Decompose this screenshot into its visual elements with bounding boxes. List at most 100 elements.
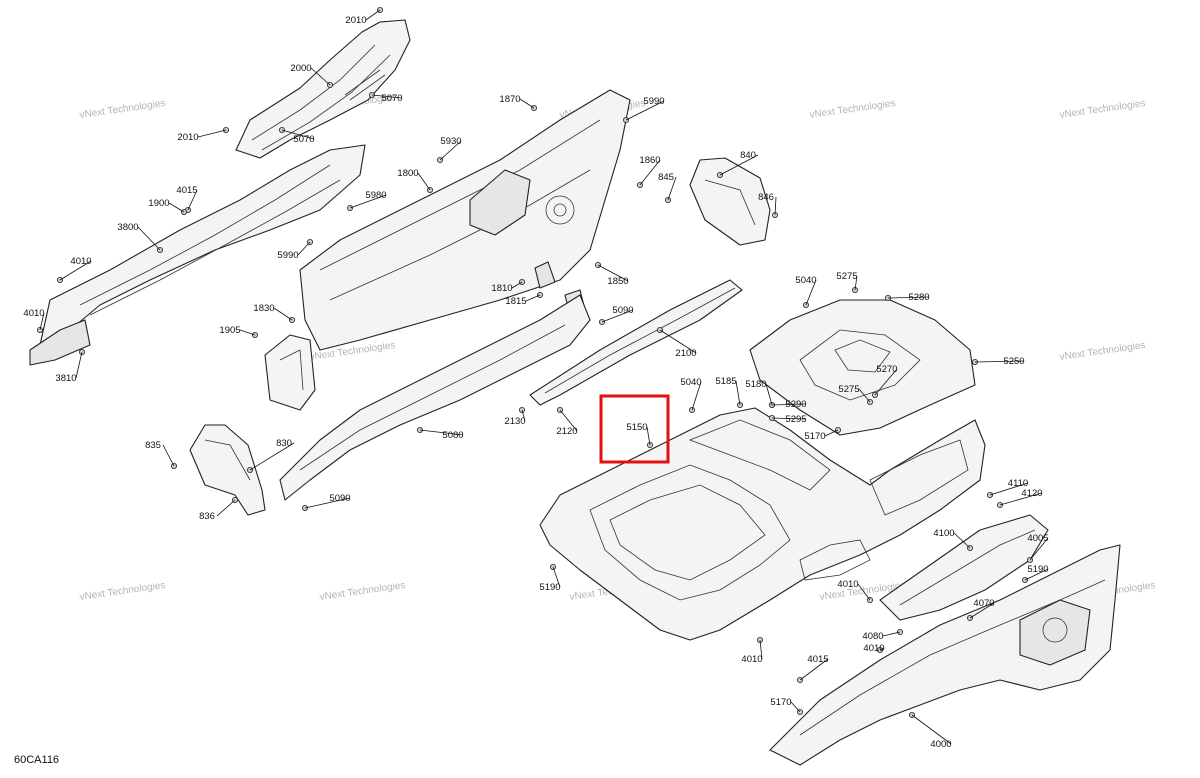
callout-2010: 2010	[345, 15, 366, 26]
callout-5180: 5180	[745, 379, 766, 390]
callout-1870: 1870	[499, 94, 520, 105]
callout-leader	[162, 444, 175, 467]
callout-3810: 3810	[55, 373, 76, 384]
callout-leader	[799, 658, 829, 681]
callout-leader	[597, 264, 629, 282]
part-4000-side-panel	[769, 544, 1121, 766]
part-830-cover	[189, 424, 266, 516]
callout-leader	[974, 360, 1025, 363]
callout-leader	[75, 351, 83, 379]
callout-5070: 5070	[293, 134, 314, 145]
callout-5170: 5170	[804, 431, 825, 442]
callout-leader	[1024, 568, 1049, 581]
callout-leader	[646, 426, 651, 446]
callout-leader	[879, 647, 885, 651]
part-840-housing	[689, 157, 771, 246]
callout-leader	[417, 172, 431, 191]
callout-4010: 4010	[837, 579, 858, 590]
callout-leader	[439, 140, 462, 161]
callout-leader	[735, 380, 741, 406]
callout-836: 836	[199, 511, 215, 522]
callout-5040: 5040	[680, 377, 701, 388]
part-2000-console	[235, 19, 411, 159]
part-5150-main-floor	[539, 407, 986, 641]
callout-5090: 5090	[612, 305, 633, 316]
callout-5070: 5070	[381, 93, 402, 104]
callout-leader	[297, 241, 311, 256]
callout-leader	[771, 403, 807, 406]
watermark-text: vNext Technologies	[1059, 340, 1146, 363]
callout-1905: 1905	[219, 325, 240, 336]
callout-leader	[137, 226, 161, 251]
callout-leader	[771, 417, 807, 420]
callout-4120: 4120	[1021, 488, 1042, 499]
part-2100-rail	[529, 279, 743, 406]
callout-leader	[1029, 537, 1049, 561]
watermark-text: vNext Technologies	[79, 98, 166, 121]
callout-4070: 4070	[973, 598, 994, 609]
callout-leader	[659, 329, 697, 354]
callout-4080: 4080	[862, 631, 883, 642]
callout-4010: 4010	[23, 308, 44, 319]
callout-5980: 5980	[365, 190, 386, 201]
callout-leader	[304, 497, 351, 509]
watermark-text: vNext Technologies	[1059, 98, 1146, 121]
callout-leader	[310, 67, 331, 86]
callout-5170: 5170	[770, 697, 791, 708]
callout-5990: 5990	[277, 250, 298, 261]
callout-leader	[719, 154, 759, 176]
callout-leader	[419, 429, 464, 436]
callout-4010: 4010	[741, 654, 762, 665]
callout-leader	[559, 409, 578, 432]
callout-5280: 5280	[908, 292, 929, 303]
callout-leader	[765, 383, 773, 406]
callout-5275: 5275	[838, 384, 859, 395]
callout-4110: 4110	[1008, 478, 1028, 489]
part-1830-bracket	[264, 334, 316, 411]
callout-leader	[874, 368, 898, 396]
callout-leader	[911, 714, 952, 745]
callout-leader	[953, 532, 971, 549]
callout-2130: 2130	[504, 416, 525, 427]
callout-leader	[273, 307, 293, 321]
callout-1860: 1860	[639, 155, 660, 166]
callout-1800: 1800	[397, 168, 418, 179]
callout-4015: 4015	[807, 654, 828, 665]
callout-leader	[857, 583, 871, 601]
watermark-text: vNext Technologies	[809, 98, 896, 121]
watermark-text: vNext Technologies	[79, 580, 166, 603]
callout-leader	[511, 281, 523, 289]
callout-leader	[790, 701, 801, 713]
callout-leader	[281, 129, 315, 140]
callout-3800: 3800	[117, 222, 138, 233]
callout-1815: 1815	[505, 296, 526, 307]
callout-5190: 5190	[1027, 564, 1048, 575]
callout-4010: 4010	[863, 643, 884, 654]
callout-leader	[525, 294, 541, 302]
callout-5930: 5930	[440, 136, 461, 147]
callout-leader	[858, 388, 871, 403]
callout-5990: 5990	[643, 96, 664, 107]
callout-5080: 5080	[442, 430, 463, 441]
callout-830: 830	[276, 438, 292, 449]
highlight-box-5150	[599, 394, 670, 464]
callout-1830: 1830	[253, 303, 274, 314]
callout-leader	[365, 9, 381, 21]
callout-835: 835	[145, 440, 161, 451]
callout-leader	[824, 429, 839, 437]
callout-2000: 2000	[290, 63, 311, 74]
callout-4015: 4015	[176, 185, 197, 196]
callout-leader	[854, 275, 858, 291]
callout-leader	[249, 442, 295, 471]
callout-leader	[59, 260, 92, 281]
watermark-text: vNext Technologies	[319, 580, 406, 603]
callout-leader	[691, 381, 702, 411]
callout-1810: 1810	[491, 283, 512, 294]
callout-leader	[168, 202, 185, 213]
callout-5040: 5040	[795, 275, 816, 286]
callout-845: 845	[658, 172, 674, 183]
callout-1900: 1900	[148, 198, 169, 209]
callout-2100: 2100	[675, 348, 696, 359]
